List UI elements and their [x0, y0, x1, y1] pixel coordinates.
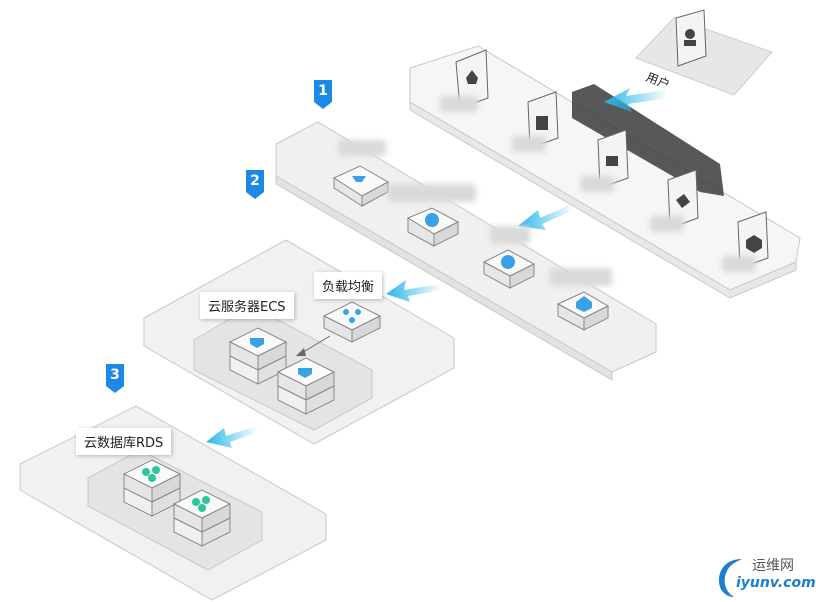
flow-arrow-security-to-lb: [386, 280, 442, 302]
user-device: [675, 9, 707, 67]
flow-arrow-clients-to-security: [518, 204, 574, 230]
obscured-label: [338, 140, 386, 156]
obscured-label: [722, 256, 756, 272]
security-tile-2: [406, 207, 460, 247]
rds-db-2: [172, 489, 232, 547]
obscured-label: [650, 216, 684, 232]
watermark-cn: 运维网: [752, 558, 794, 574]
rds-label: 云数据库RDS: [76, 428, 172, 455]
step-badge-1: 1: [314, 80, 332, 109]
security-tile-4: [556, 291, 610, 331]
client-device-4: [667, 169, 699, 229]
ecs-server-1: [228, 327, 288, 385]
obscured-label: [490, 226, 530, 244]
layer-2-platform: [143, 239, 455, 445]
watermark: 运维网 iyunv.com: [712, 553, 816, 599]
lb-arrowhead: [296, 348, 306, 356]
watermark-swoosh-icon: [718, 559, 742, 597]
obscured-label: [512, 136, 546, 152]
ecs-label: 云服务器ECS: [200, 292, 294, 319]
flow-arrow-ecs-to-rds: [206, 426, 258, 448]
obscured-banner: [572, 84, 724, 196]
client-device-1: [455, 49, 489, 109]
load-balancer-tile: [322, 301, 382, 343]
lb-to-ecs-line: [299, 335, 331, 355]
step-badge-2: 2: [246, 170, 264, 199]
obscured-label: [388, 184, 476, 202]
client-device-3: [597, 129, 629, 189]
obscured-label: [440, 96, 478, 112]
ecs-server-2: [276, 357, 336, 415]
flow-arrow-user: [604, 88, 668, 112]
client-device-2: [527, 91, 559, 149]
obscured-label: [580, 176, 614, 192]
rds-db-1: [122, 459, 182, 517]
security-tile-3: [482, 249, 536, 289]
client-device-5: [737, 211, 769, 269]
load-balancer-label: 负载均衡: [314, 272, 383, 299]
step-badge-3: 3: [106, 364, 124, 393]
security-tile-1: [332, 165, 390, 207]
obscured-label: [550, 268, 612, 286]
watermark-en: iyunv.com: [736, 575, 816, 591]
